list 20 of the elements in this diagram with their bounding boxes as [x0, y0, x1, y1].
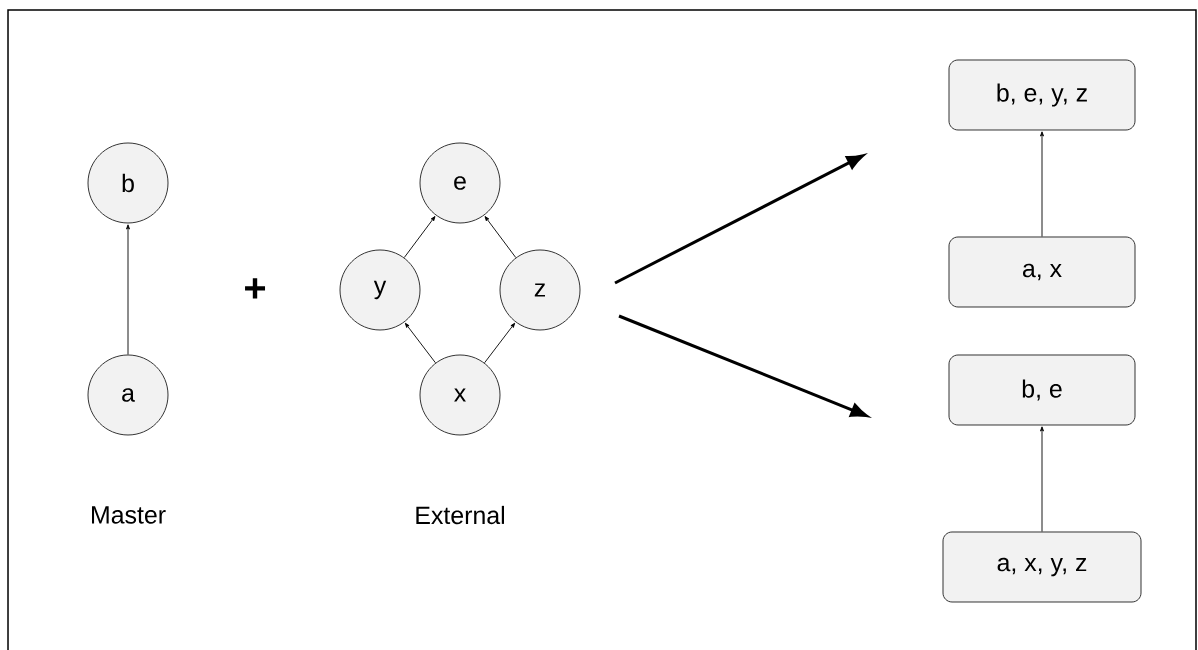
set-box: a, x, y, z — [942, 531, 1142, 603]
arrow — [1040, 131, 1044, 237]
circle-node: e — [419, 142, 501, 224]
circle-node: a — [87, 354, 169, 436]
circle-node: x — [419, 354, 501, 436]
set-box: b, e, y, z — [948, 59, 1136, 131]
arrow — [404, 322, 436, 364]
arrow — [1040, 426, 1044, 532]
arrow — [403, 216, 436, 258]
arrow — [484, 322, 516, 364]
set-box: a, x — [948, 236, 1136, 308]
arrow — [484, 216, 517, 258]
circle-node: y — [339, 249, 421, 331]
circle-node: z — [499, 249, 581, 331]
caption-label: External — [416, 505, 504, 525]
caption-label: Master — [92, 506, 166, 524]
set-box: b, e — [948, 354, 1136, 426]
arrow — [126, 224, 130, 355]
plus-sign: + — [245, 278, 266, 299]
circle-node: b — [87, 142, 169, 224]
